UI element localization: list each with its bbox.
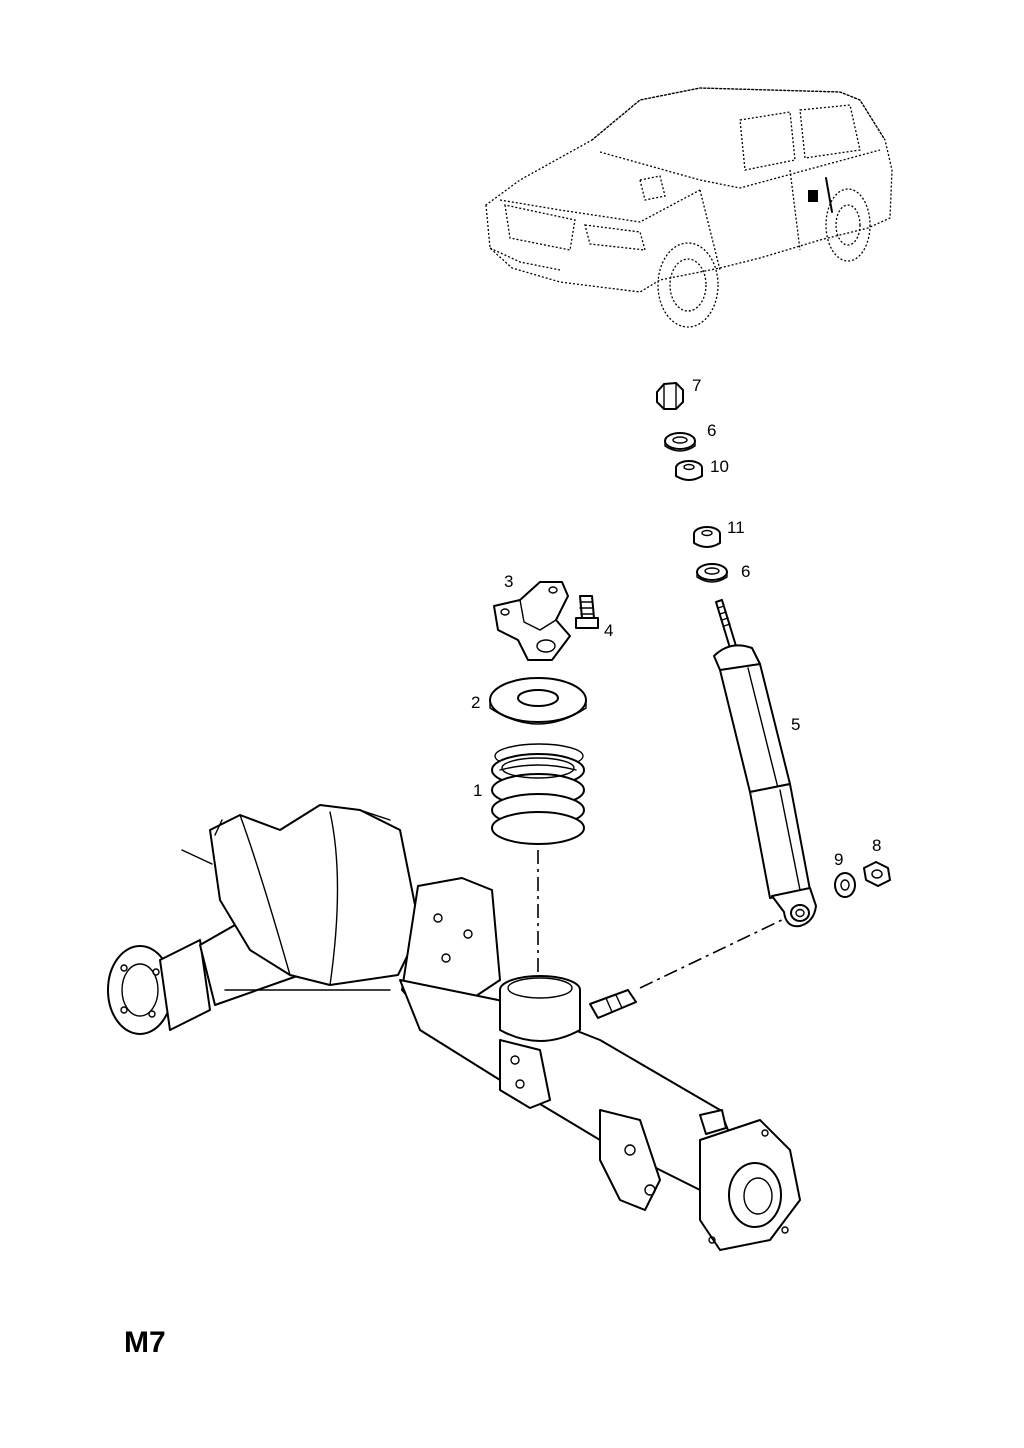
part-1-coil-spring xyxy=(491,743,585,845)
part-5-shock-absorber xyxy=(713,599,817,928)
callout-7: 7 xyxy=(692,376,702,395)
callout-5: 5 xyxy=(791,715,801,734)
part-6-washer-lower xyxy=(696,563,728,583)
callout-11: 11 xyxy=(727,518,745,537)
callout-1: 1 xyxy=(473,781,483,800)
part-7-nut xyxy=(656,382,684,410)
part-10-bushing-upper xyxy=(675,460,703,481)
callout-6-lower: 6 xyxy=(741,562,751,581)
assembly-line-shock xyxy=(639,917,787,989)
part-4-bolt xyxy=(575,595,599,629)
part-6-washer-upper xyxy=(664,432,696,452)
part-11-bushing-lower xyxy=(693,526,721,548)
callout-6-upper: 6 xyxy=(707,421,717,440)
callout-9: 9 xyxy=(834,850,844,869)
part-9-washer xyxy=(834,872,856,898)
callout-4: 4 xyxy=(604,621,614,640)
callout-2: 2 xyxy=(471,693,481,712)
rear-axle-assembly xyxy=(107,804,801,1251)
callout-10: 10 xyxy=(710,457,729,476)
callout-3: 3 xyxy=(504,572,514,591)
part-3-bracket xyxy=(493,581,571,661)
page-code: M7 xyxy=(124,1326,166,1359)
part-2-spring-seat xyxy=(489,677,587,725)
vehicle-illustration xyxy=(485,87,893,328)
part-8-nut xyxy=(863,861,891,887)
callout-8: 8 xyxy=(872,836,882,855)
